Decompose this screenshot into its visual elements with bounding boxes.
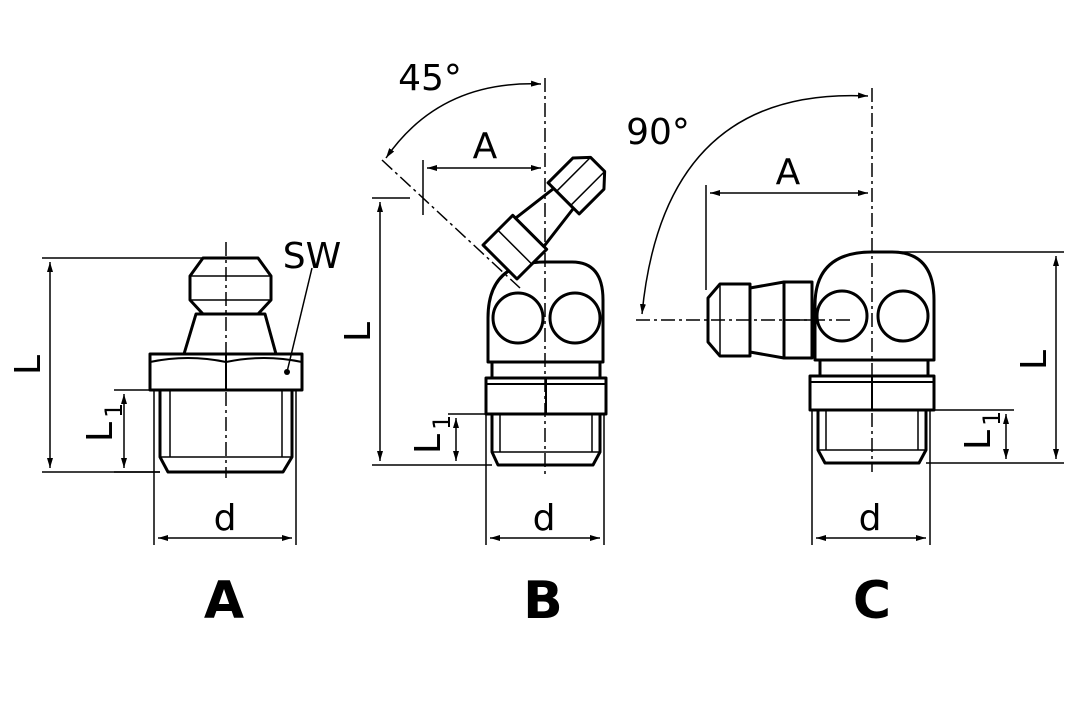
fitting-b-caption: B	[523, 571, 563, 631]
fitting-b-thread	[490, 412, 602, 467]
fitting-b-angle-label: 45°	[398, 58, 462, 99]
svg-text:L: L	[408, 434, 449, 454]
fitting-a-L-label: L	[8, 355, 49, 375]
fitting-a-L1-label: L 1	[80, 403, 128, 442]
fitting-b-A-label: A	[473, 126, 498, 167]
fitting-c-caption: C	[853, 571, 891, 631]
svg-text:1: 1	[428, 415, 456, 430]
fitting-b-nozzle	[481, 155, 607, 281]
fitting-c: A 90° L L 1 d C	[626, 88, 1064, 631]
fitting-a-caption: A	[204, 571, 244, 631]
fitting-b-L1-label: L 1	[408, 415, 456, 454]
fitting-b-L-label: L	[338, 322, 379, 342]
fitting-a-head	[188, 256, 273, 316]
svg-text:L: L	[958, 430, 999, 450]
fitting-c-L1-label: L 1	[958, 411, 1006, 450]
fitting-a-SW-label: SW	[283, 236, 341, 277]
fitting-c-L-label: L	[1014, 350, 1055, 370]
fitting-c-angle-label: 90°	[626, 112, 690, 153]
fitting-b-d-label: d	[533, 498, 556, 539]
fitting-a: L L 1 d SW A	[8, 236, 341, 631]
fitting-b: A 45° L L 1 d B	[338, 58, 608, 631]
fitting-c-d-label: d	[859, 498, 882, 539]
svg-text:1: 1	[100, 403, 128, 418]
fitting-a-neck	[182, 312, 278, 356]
fitting-a-d-label: d	[214, 498, 237, 539]
svg-text:L: L	[80, 422, 121, 442]
fitting-c-A-label: A	[776, 152, 801, 193]
svg-text:1: 1	[978, 411, 1006, 426]
